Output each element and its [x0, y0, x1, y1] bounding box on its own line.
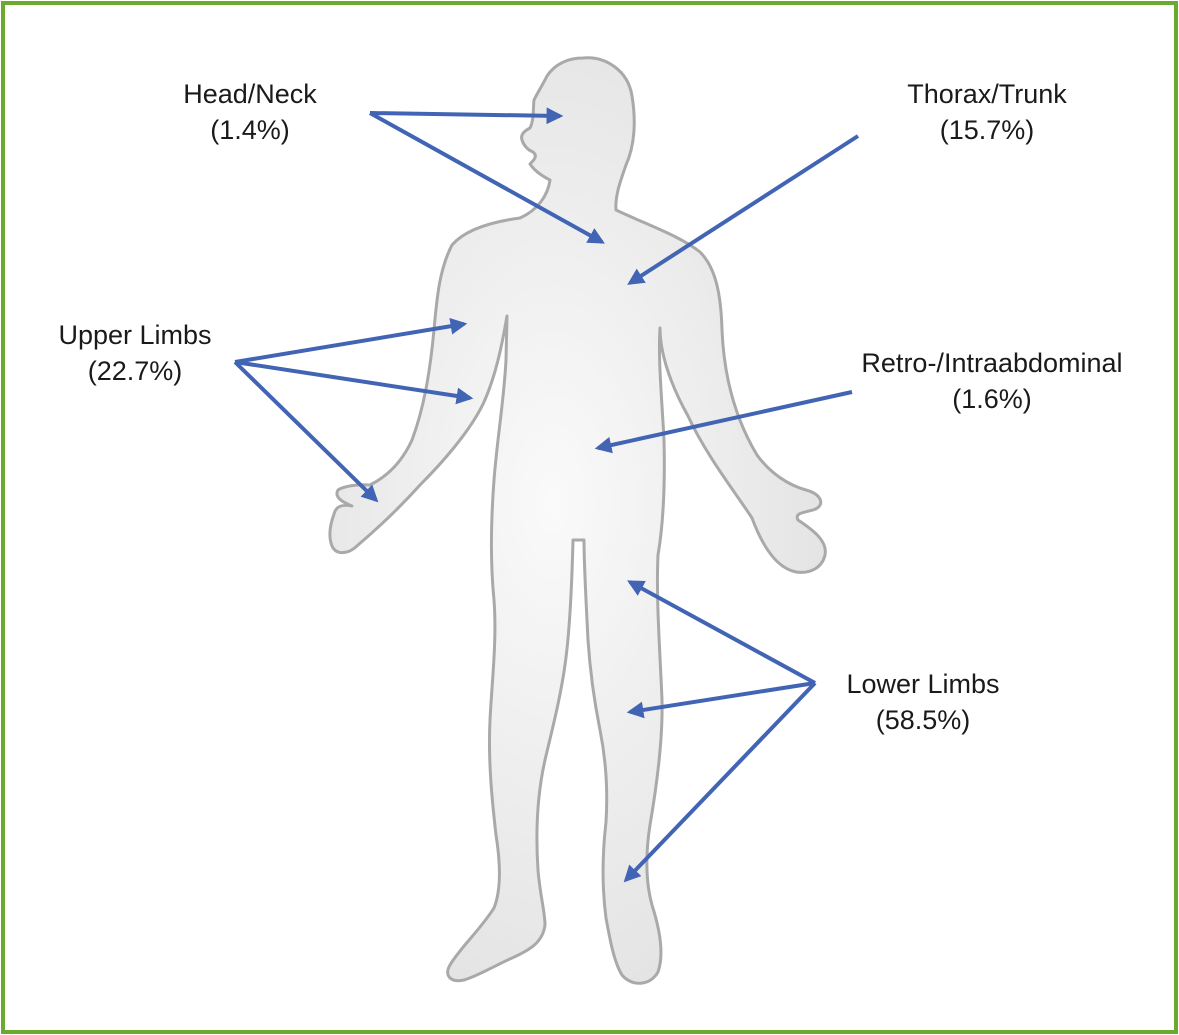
label-retro-intraabdominal-name: Retro-/Intraabdominal: [822, 345, 1162, 381]
label-upper-limbs: Upper Limbs (22.7%): [30, 317, 240, 389]
label-head-neck-name: Head/Neck: [150, 76, 350, 112]
label-thorax-trunk-name: Thorax/Trunk: [872, 76, 1102, 112]
label-upper-limbs-pct: (22.7%): [30, 353, 240, 389]
label-upper-limbs-name: Upper Limbs: [30, 317, 240, 353]
label-lower-limbs-pct: (58.5%): [818, 702, 1028, 738]
label-retro-intraabdominal-pct: (1.6%): [822, 381, 1162, 417]
arrow-head-neck-to-head: [370, 113, 560, 116]
label-head-neck: Head/Neck (1.4%): [150, 76, 350, 148]
arrow-thorax-trunk: [630, 136, 858, 283]
label-lower-limbs: Lower Limbs (58.5%): [818, 666, 1028, 738]
label-retro-intraabdominal: Retro-/Intraabdominal (1.6%): [822, 345, 1162, 417]
label-thorax-trunk: Thorax/Trunk (15.7%): [872, 76, 1102, 148]
label-head-neck-pct: (1.4%): [150, 112, 350, 148]
human-silhouette: [330, 58, 826, 983]
arrow-upper-limbs-hand: [235, 362, 376, 500]
label-lower-limbs-name: Lower Limbs: [818, 666, 1028, 702]
label-thorax-trunk-pct: (15.7%): [872, 112, 1102, 148]
